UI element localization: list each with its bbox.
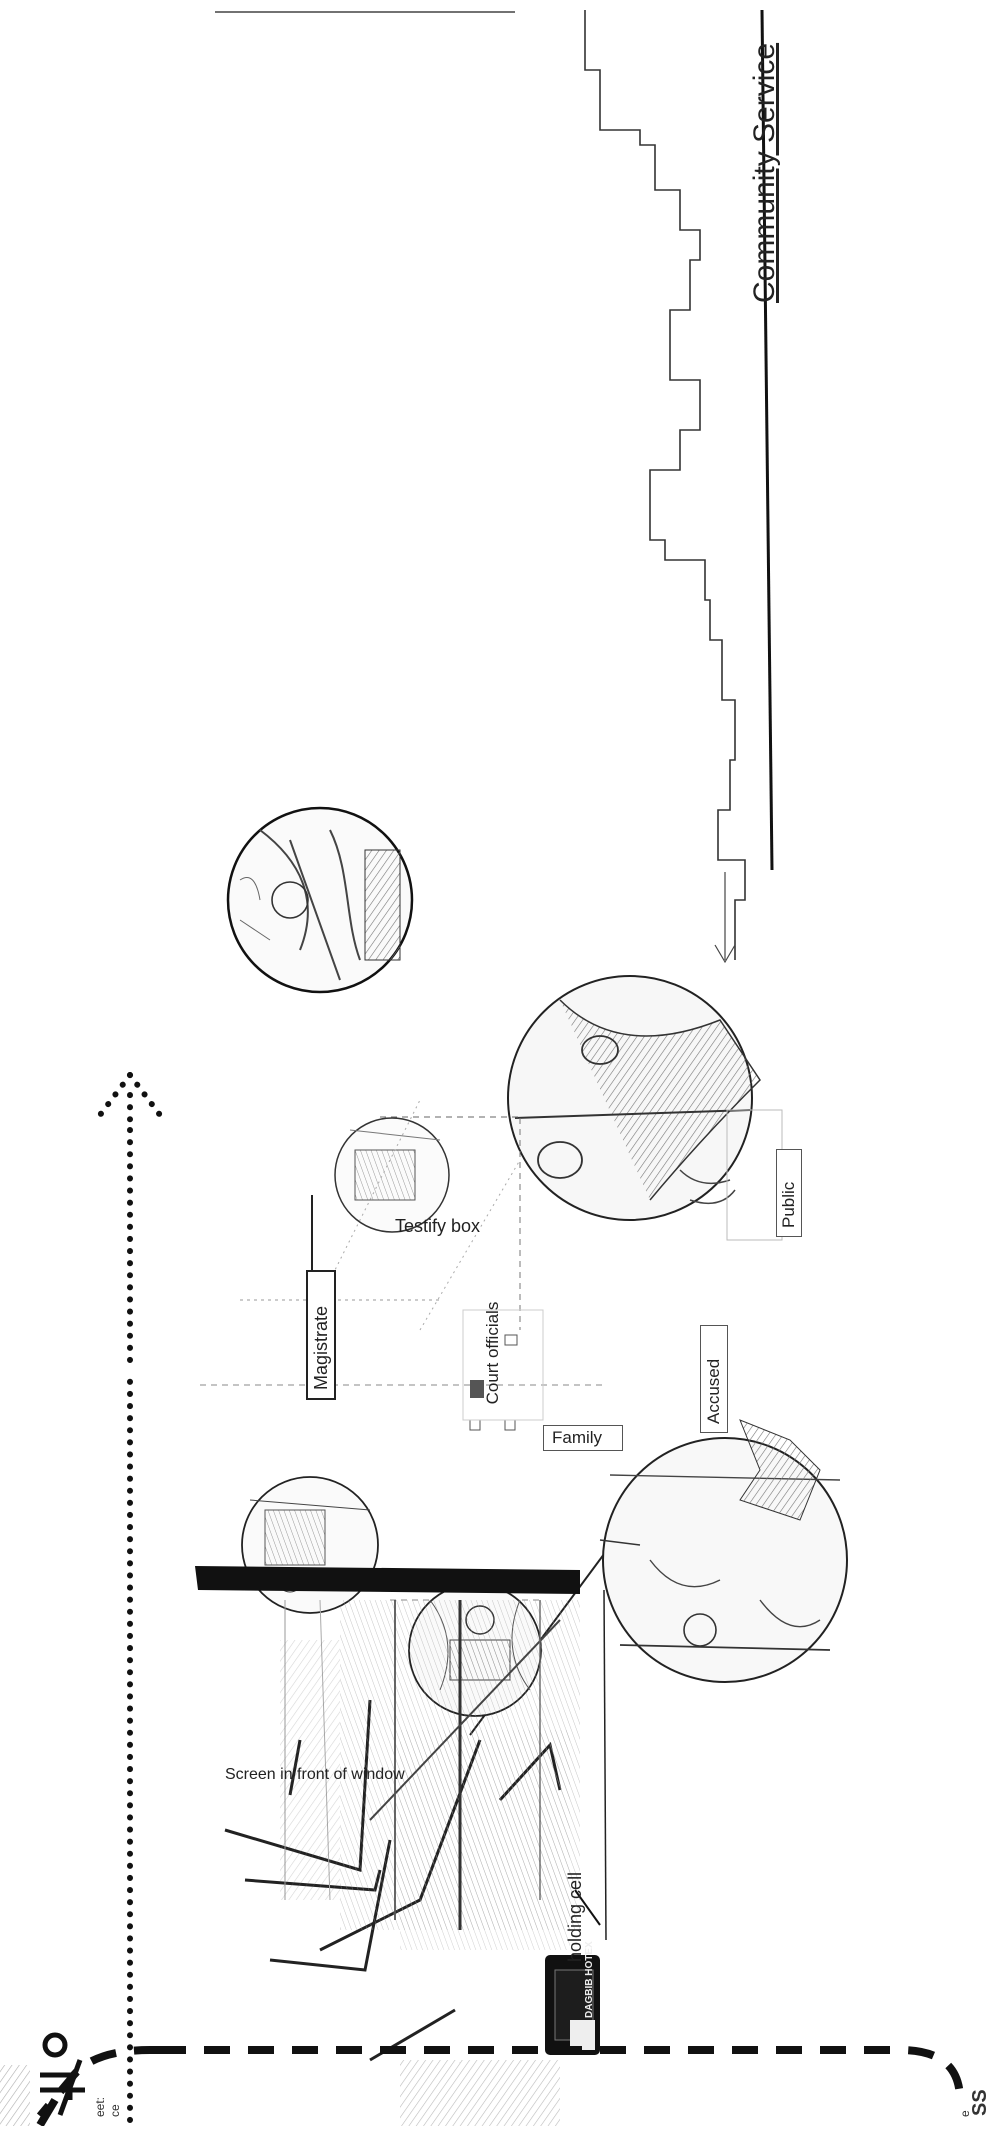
screen-wall-band: [195, 1566, 580, 1594]
holding-cell-pointer: [574, 1889, 601, 1926]
edge-text-1: eet:: [93, 2096, 107, 2117]
small-square-1: [504, 1334, 518, 1346]
sketch-circle-public-gallery: [241, 1476, 379, 1614]
screen-label: Screen in front of window: [225, 1766, 405, 1783]
scissors-icon: [40, 2032, 85, 2116]
small-square-3: [504, 1419, 516, 1431]
sketch-circle-accused: [507, 975, 761, 1221]
court-officials-label: Court officials: [483, 1301, 502, 1405]
sketch-circle-magistrate: [226, 806, 414, 994]
cropped-hatch: [0, 2065, 30, 2126]
public-label: Public: [776, 1149, 802, 1237]
family-label: Family: [543, 1425, 623, 1451]
accused-label: Accused: [700, 1325, 728, 1433]
sketch-circle-testify-box: [334, 1117, 450, 1233]
edge-text-2: ce: [108, 2104, 122, 2117]
community-service-skyline: [584, 10, 746, 960]
window-sketch: [280, 1589, 607, 1941]
official-marker: [470, 1380, 484, 1398]
magistrate-label: Magistrate: [306, 1270, 336, 1400]
testify-box-label: Testify box: [395, 1216, 481, 1236]
community-service-label: Community Service: [748, 42, 781, 303]
small-square-2: [469, 1419, 481, 1431]
court-officials-box: [462, 1309, 544, 1421]
community-baseline: [760, 9, 774, 871]
community-arrow-head: [714, 944, 736, 964]
dotted-arrow-up-icon: [97, 1072, 163, 2123]
edge-text-4: SS: [969, 2089, 991, 2116]
bottom-hatch: [400, 2060, 560, 2126]
sketch-circle-family-large: [599, 1419, 848, 1683]
holding-cell-sign-text: DAGBIB HOTEX: [584, 1941, 595, 2018]
holding-cell-sign: [545, 1955, 600, 2055]
dashed-boundary-corner: [36, 2097, 59, 2128]
